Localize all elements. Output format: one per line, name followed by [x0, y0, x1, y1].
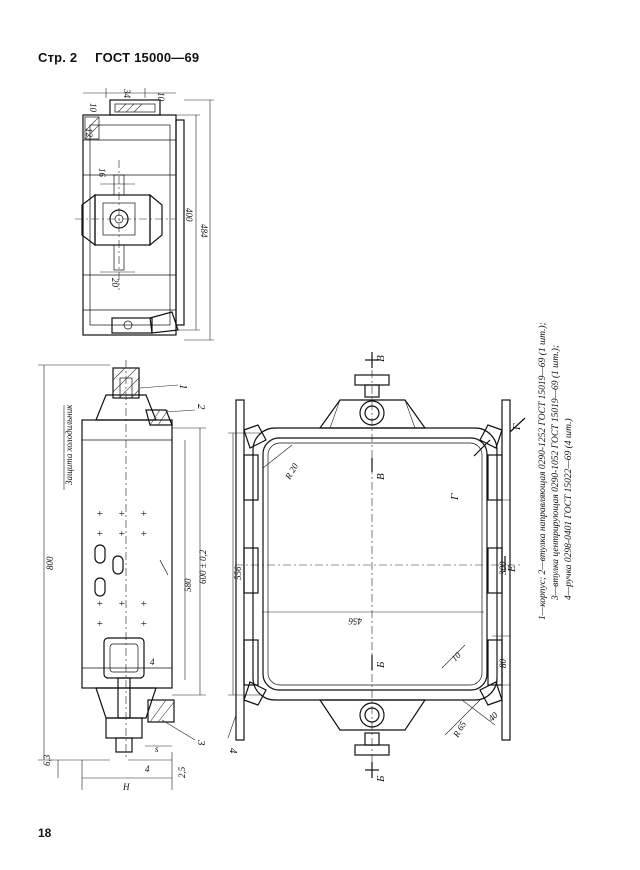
- section-b-bot: Б: [375, 775, 387, 783]
- dim-front-r20: R 20: [283, 461, 301, 482]
- svg-text:+: +: [118, 528, 125, 540]
- side-view: + + + + + + + + + + + Защита холодильник: [38, 360, 208, 792]
- svg-text:+: +: [140, 598, 147, 610]
- dim-top-20: 20: [110, 278, 120, 288]
- page-label: Стр. 2: [38, 50, 78, 65]
- section-b-mid: Б: [375, 661, 387, 669]
- dim-top-10b: 10: [156, 92, 166, 102]
- top-view-flange: [175, 119, 185, 326]
- dim-top-16: 16: [97, 168, 107, 178]
- section-v-mid: В: [375, 473, 387, 480]
- svg-text:+: +: [118, 598, 125, 610]
- page-number: 18: [38, 826, 52, 840]
- dim-top-12: 12: [84, 128, 94, 138]
- front-inner-frame: [262, 437, 488, 691]
- svg-text:+: +: [140, 508, 147, 520]
- dim-side-25: 2,5: [177, 766, 187, 778]
- svg-text:+: +: [96, 598, 103, 610]
- dim-side-4a: 4: [145, 764, 150, 774]
- dim-side-580: 580: [183, 578, 193, 592]
- callout-2: 2: [195, 404, 207, 410]
- legend-line-2: 3—втулка центрирующая 0290-1052 ГОСТ 150…: [550, 345, 561, 601]
- top-view: 10 34 10 12 16 20 400 484: [75, 88, 214, 341]
- section-e: Е: [506, 565, 518, 573]
- dim-side-800: 800: [45, 556, 55, 570]
- page-header: Стр. 2 ГОСТ 15000—69: [38, 50, 213, 65]
- dim-front-r65: R 65: [451, 719, 469, 740]
- standard-label: ГОСТ 15000—69: [95, 50, 200, 65]
- svg-text:+: +: [140, 528, 147, 540]
- dim-front-556: 556: [233, 566, 243, 580]
- dim-side-63: 6,3: [42, 754, 52, 766]
- section-v-top: В: [375, 355, 387, 362]
- callout-1: 1: [177, 384, 189, 390]
- legend-line-1: 1—корпус; 2—втулка направляющая 0290-125…: [537, 322, 548, 620]
- svg-text:+: +: [96, 508, 103, 520]
- dim-front-300: 300: [498, 561, 508, 576]
- dim-top-484: 484: [199, 224, 209, 238]
- svg-text:+: +: [118, 508, 125, 520]
- dim-side-h: H: [122, 782, 130, 792]
- svg-text:+: +: [96, 528, 103, 540]
- dim-front-10: 10: [449, 650, 463, 664]
- callout-3: 3: [195, 739, 207, 746]
- section-g-top: Г: [511, 423, 523, 431]
- dim-side-600: 600 ± 0,2: [198, 549, 208, 584]
- dim-top-34: 34: [122, 88, 132, 99]
- section-g-mid: Г: [449, 493, 461, 501]
- legend-line-3: 4—ручка 0298-0401 ГОСТ 15022—69 (4 шт.): [563, 418, 574, 600]
- side-note: Защита холодильник: [64, 404, 74, 485]
- svg-text:+: +: [140, 618, 147, 630]
- dim-front-80: 80: [498, 659, 508, 669]
- dim-side-s: s: [155, 744, 159, 754]
- dim-front-456: 456: [348, 616, 362, 626]
- dim-top-400: 400: [184, 208, 194, 222]
- svg-text:+: +: [96, 618, 103, 630]
- dim-front-40: 40: [486, 710, 500, 724]
- dim-top-10a: 10: [88, 103, 98, 113]
- callout-4: 4: [227, 748, 239, 754]
- legend: 1—корпус; 2—втулка направляющая 0290-125…: [537, 322, 574, 620]
- dim-side-4b: 4: [150, 657, 155, 667]
- front-view: В В Б Б Г Г Е 556 456 300 80 R 20 R 65 1…: [227, 352, 526, 783]
